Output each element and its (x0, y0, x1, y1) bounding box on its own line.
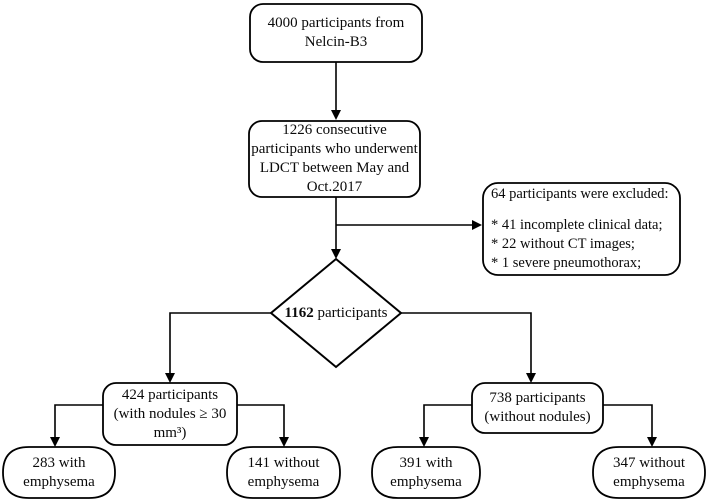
label-line: LDCT between May and (259, 160, 410, 176)
connector-decision-to-nodules (169, 312, 271, 374)
connector-no-nodules-to-emphysema (423, 404, 472, 438)
label-line: Oct.2017 (306, 179, 363, 195)
nodules-node-label: 424 participants (with nodules ≥ 30 mm³) (103, 383, 237, 445)
no-nodules-emphysema-label: 391 with emphysema (372, 447, 480, 498)
arrowhead-icon (331, 249, 341, 259)
arrowhead-icon (165, 373, 175, 383)
arrowhead-icon (50, 437, 60, 447)
source-node-label: 4000 participants from Nelcin-B3 (250, 4, 422, 62)
label-line: mm³) (153, 424, 187, 441)
label-line: emphysema (247, 473, 320, 490)
no-nodules-node-shape (471, 382, 604, 434)
connector-decision-to-no-nodules (401, 312, 532, 374)
label-line: Nelcin-B3 (304, 34, 368, 50)
label-line: 283 with (32, 454, 86, 471)
arrowhead-icon (647, 437, 657, 447)
excluded-node-shape (482, 182, 681, 276)
label-line: 424 participants (121, 386, 219, 403)
label-line: (without nodules) (484, 409, 591, 425)
label-line: 1226 consecutive (282, 122, 387, 138)
excluded-item: * 41 incomplete clinical data; (491, 217, 663, 233)
decision-count: 1162 (284, 305, 314, 321)
label-line: (with nodules ≥ 30 (113, 405, 227, 422)
label-line: emphysema (23, 473, 95, 490)
label-line: 141 without (247, 454, 320, 471)
nodules-emphysema-label: 283 with emphysema (3, 447, 115, 498)
connector-nodules-to-no-emphysema (237, 404, 285, 438)
ldct-node-label: 1226 consecutive participants who underw… (249, 121, 420, 197)
no-nodules-emphysema-shape (371, 446, 481, 499)
decision-node-label: 1162 participants (266, 304, 406, 323)
label-line: 4000 participants from (267, 15, 405, 31)
excluded-item: * 22 without CT images; (491, 236, 635, 252)
label-line: participants who underwent (251, 141, 418, 157)
nodules-emphysema-shape (2, 446, 116, 499)
no-nodules-no-emphysema-shape (592, 446, 706, 499)
connector-no-nodules-to-no-emphysema (603, 404, 653, 438)
nodules-no-emphysema-shape (226, 446, 341, 499)
excluded-item: * 1 severe pneumothorax; (491, 255, 642, 271)
connector-nodules-to-emphysema (54, 404, 103, 438)
label-line: 391 with (399, 454, 453, 471)
arrowhead-icon (526, 373, 536, 383)
no-nodules-node-label: 738 participants (without nodules) (472, 383, 603, 433)
arrowhead-icon (279, 437, 289, 447)
label-line: 347 without (612, 454, 686, 471)
nodules-no-emphysema-label: 141 without emphysema (227, 447, 340, 498)
arrowhead-icon (419, 437, 429, 447)
ldct-node-shape (248, 120, 421, 198)
label-line: 738 participants (489, 390, 586, 406)
label-line: emphysema (613, 473, 685, 490)
excluded-title: 64 participants were excluded: (491, 186, 669, 202)
decision-suffix: participants (313, 305, 388, 321)
arrowhead-icon (472, 220, 482, 230)
excluded-node-label: 64 participants were excluded: * 41 inco… (483, 183, 676, 275)
no-nodules-no-emphysema-label: 347 without emphysema (593, 447, 705, 498)
decision-diamond-shape (269, 257, 403, 369)
arrowhead-icon (331, 110, 341, 120)
label-line: emphysema (390, 473, 462, 490)
